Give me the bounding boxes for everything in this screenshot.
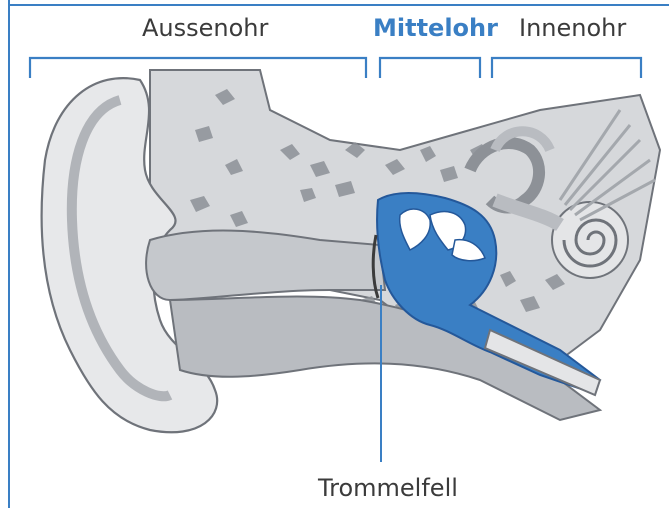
label-outer-ear: Aussenohr — [142, 14, 268, 42]
label-inner-ear: Innenohr — [519, 14, 626, 42]
label-eardrum: Trommelfell — [318, 474, 458, 502]
inner-ear-bracket — [492, 58, 641, 78]
middle-ear-bracket — [380, 58, 480, 78]
label-middle-ear: Mittelohr — [373, 14, 498, 42]
